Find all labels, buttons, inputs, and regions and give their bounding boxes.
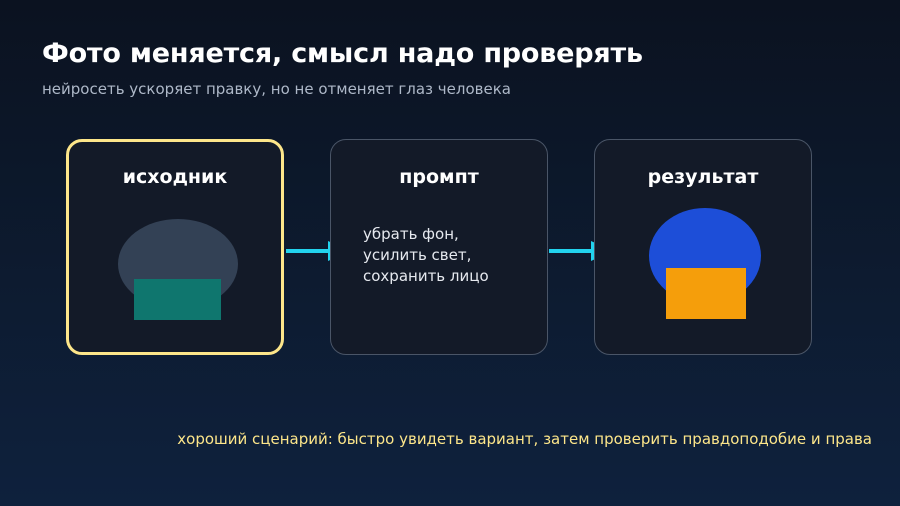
prompt-card-title: промпт bbox=[399, 166, 479, 188]
slide-subtitle: нейросеть ускоряет правку, но не отменяе… bbox=[42, 80, 511, 98]
prompt-line: убрать фон, bbox=[363, 225, 459, 243]
footer-note: хороший сценарий: быстро увидеть вариант… bbox=[177, 430, 872, 448]
result-card-title: результат bbox=[647, 166, 759, 188]
result-body-shape bbox=[666, 268, 746, 319]
prompt-text: убрать фон, усилить свет, сохранить лицо bbox=[363, 224, 489, 287]
result-card: результат bbox=[594, 139, 812, 355]
source-card-title: исходник bbox=[122, 166, 228, 188]
prompt-card: промпт убрать фон, усилить свет, сохрани… bbox=[330, 139, 548, 355]
prompt-line: сохранить лицо bbox=[363, 267, 489, 285]
source-body-shape bbox=[134, 279, 221, 320]
source-card: исходник bbox=[66, 139, 284, 355]
prompt-line: усилить свет, bbox=[363, 246, 472, 264]
slide-title: Фото меняется, смысл надо проверять bbox=[42, 38, 643, 69]
